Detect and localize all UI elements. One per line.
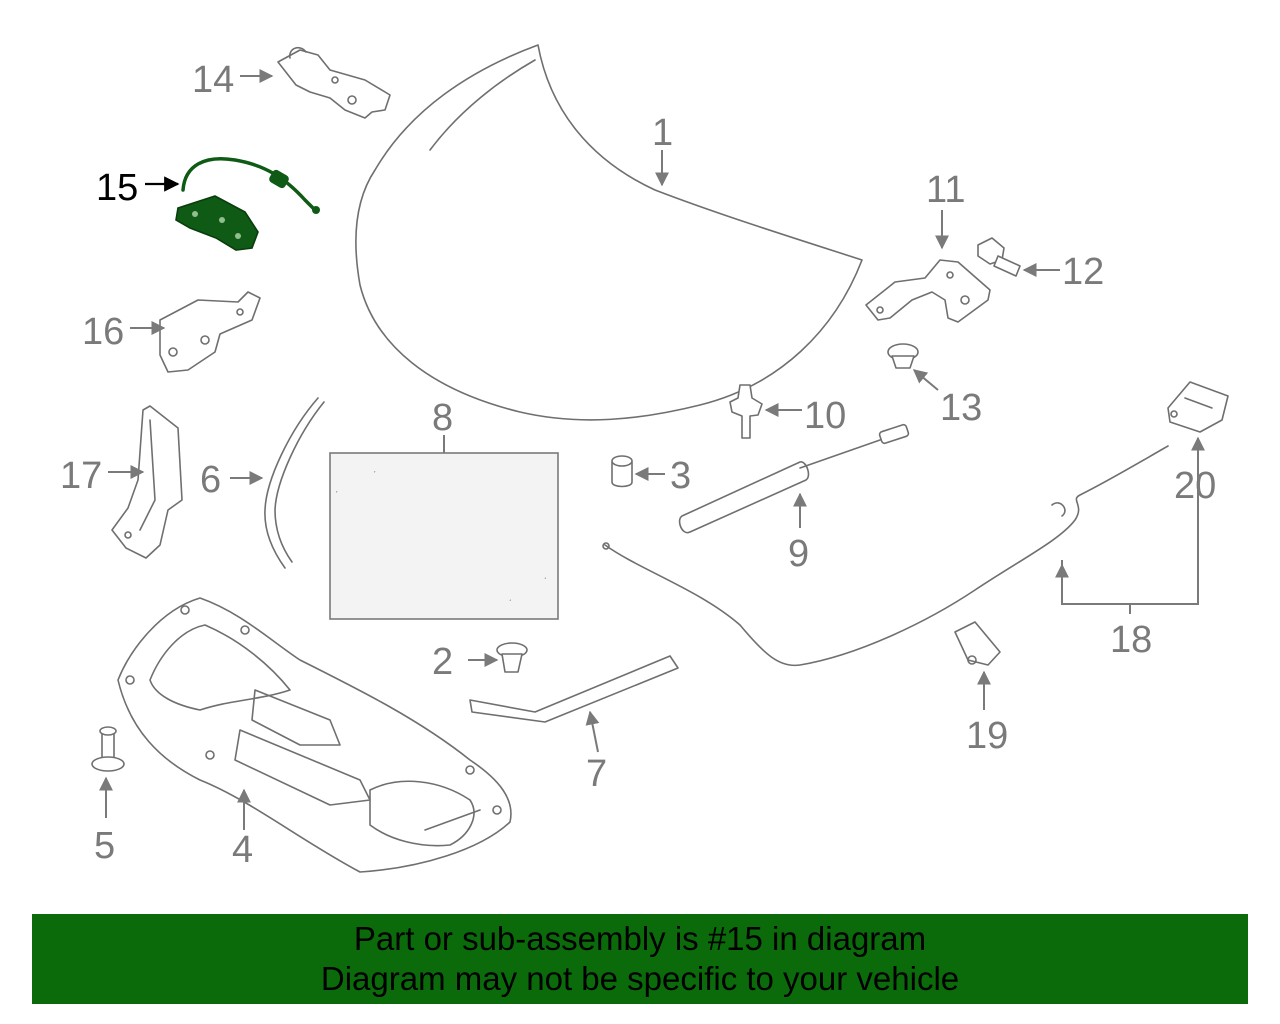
callout-12: 12 <box>1062 251 1104 293</box>
part-1-hood <box>355 44 863 421</box>
part-11-hinge <box>865 259 991 323</box>
part-4-hood-insulator <box>117 597 512 873</box>
callout-19: 19 <box>966 715 1008 757</box>
callout-17: 17 <box>60 455 102 497</box>
callout-2: 2 <box>432 641 453 683</box>
callout-20: 20 <box>1174 465 1216 507</box>
part-19-clip <box>954 621 1001 666</box>
part-5-push-clip <box>91 726 125 772</box>
part-10-clip <box>729 384 763 439</box>
part-info-banner: Part or sub-assembly is #15 in diagram D… <box>32 914 1248 1004</box>
part-16-bracket <box>159 291 261 373</box>
callout-14: 14 <box>192 59 234 101</box>
part-14-latch-bracket <box>277 46 391 119</box>
part-7-seal-strip <box>469 655 679 723</box>
callout-6: 6 <box>200 459 221 501</box>
banner-line-disclaimer: Diagram may not be specific to your vehi… <box>320 960 960 997</box>
callout-1: 1 <box>652 112 673 154</box>
leader-lines <box>99 69 1205 830</box>
part-17-support-stay <box>111 405 183 559</box>
callout-15-highlighted: 15 <box>96 167 138 209</box>
part-9-gas-strut <box>678 423 910 534</box>
callout-10: 10 <box>804 395 846 437</box>
part-12-bolt <box>977 237 1021 277</box>
banner-line-part-number: Part or sub-assembly is #15 in diagram <box>353 920 927 957</box>
callout-3: 3 <box>670 455 691 497</box>
part-15-release-handle-cable <box>175 157 320 251</box>
callout-7: 7 <box>586 753 607 795</box>
callout-8: 8 <box>432 397 453 439</box>
callout-5: 5 <box>94 825 115 867</box>
callout-labels: 1 2 3 4 5 6 7 8 9 10 11 12 13 14 15 16 1… <box>60 59 1216 871</box>
callout-18: 18 <box>1110 619 1152 661</box>
part-3-bumper <box>611 455 633 488</box>
part-6-side-seal <box>264 397 325 569</box>
callout-16: 16 <box>82 311 124 353</box>
part-2-grommet <box>496 642 528 673</box>
part-18-release-cable <box>602 445 1169 667</box>
callout-9: 9 <box>788 533 809 575</box>
callout-4: 4 <box>232 829 253 871</box>
callout-13: 13 <box>940 387 982 429</box>
part-8-seal-kit <box>329 452 559 620</box>
part-13-grommet <box>887 343 919 369</box>
part-20-hood-lock <box>1167 381 1229 433</box>
callout-11: 11 <box>926 169 965 211</box>
